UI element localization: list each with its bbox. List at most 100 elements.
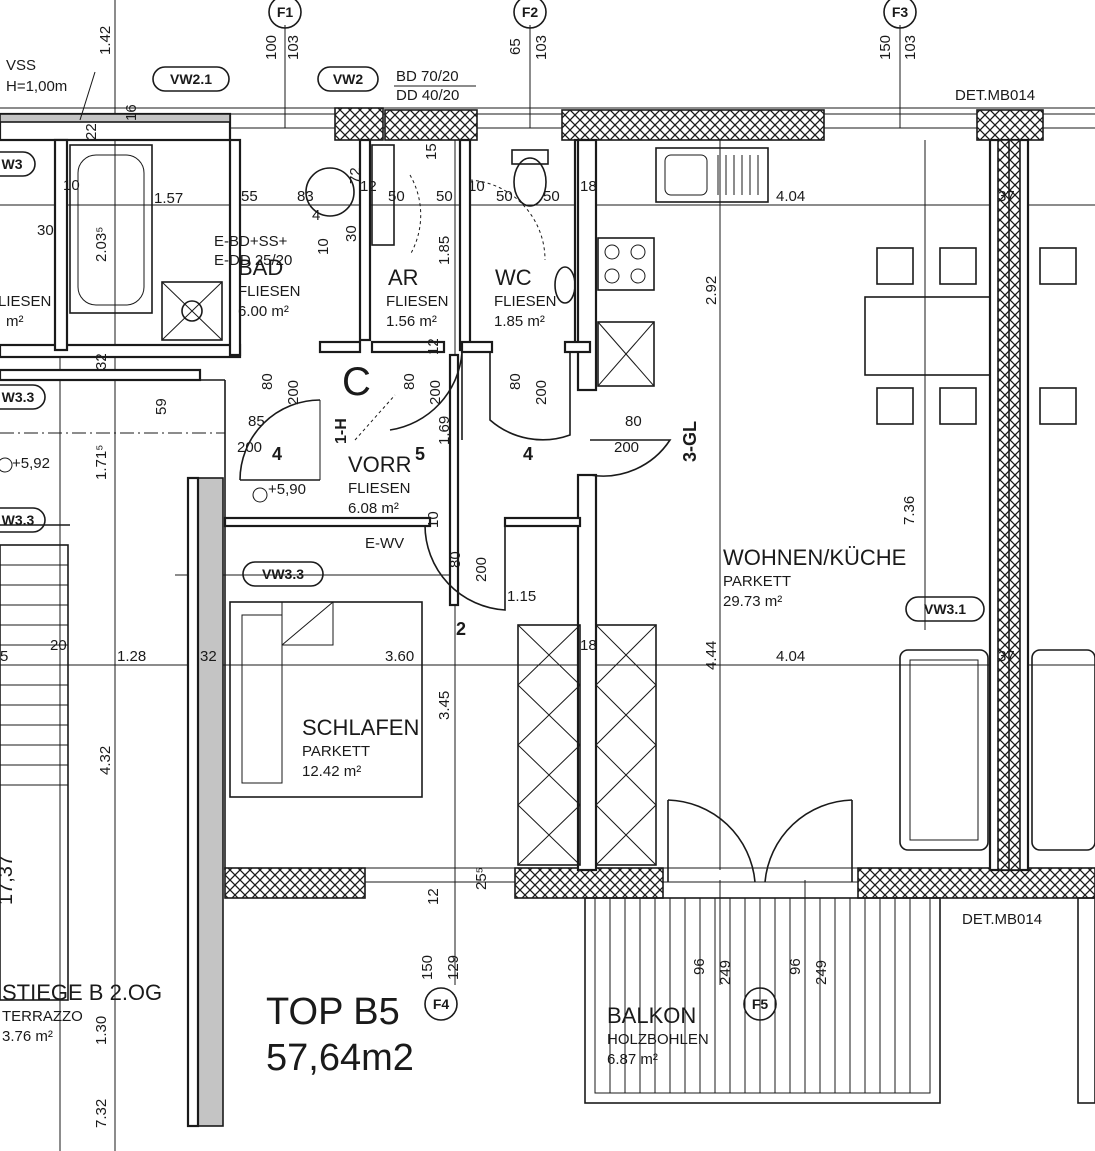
unit-name: TOP B5 bbox=[266, 991, 400, 1033]
svg-text:200: 200 bbox=[533, 380, 550, 405]
svg-text:80: 80 bbox=[625, 413, 642, 430]
svg-text:BAD: BAD bbox=[238, 255, 283, 280]
room-stiege: STIEGE B 2.OG TERRAZZO 3.76 m² bbox=[2, 980, 162, 1045]
svg-text:100: 100 bbox=[263, 35, 280, 60]
svg-text:16: 16 bbox=[123, 104, 140, 121]
svg-text:18: 18 bbox=[580, 178, 597, 195]
svg-text:10: 10 bbox=[468, 178, 485, 195]
room-wc: WC FLIESEN 1.85 m² bbox=[494, 265, 557, 330]
svg-text:59: 59 bbox=[153, 398, 170, 415]
svg-text:4: 4 bbox=[272, 444, 282, 464]
detail-ref-bottom: DET.MB014 bbox=[962, 911, 1042, 928]
svg-text:103: 103 bbox=[902, 35, 919, 60]
svg-text:200: 200 bbox=[427, 380, 444, 405]
svg-text:PARKETT: PARKETT bbox=[302, 743, 370, 760]
svg-text:STIEGE B 2.OG: STIEGE B 2.OG bbox=[2, 980, 162, 1005]
svg-text:85: 85 bbox=[248, 413, 265, 430]
svg-text:3.45: 3.45 bbox=[436, 691, 453, 720]
wall-tag-w3-3b: W3.3 bbox=[2, 512, 35, 528]
doors bbox=[239, 174, 853, 883]
svg-text:80: 80 bbox=[447, 551, 464, 568]
svg-text:4.04: 4.04 bbox=[776, 188, 805, 205]
svg-text:E-BD+SS+: E-BD+SS+ bbox=[214, 233, 288, 250]
room-balkon: BALKON HOLZBOHLEN 6.87 m² bbox=[607, 1003, 709, 1068]
axis-marker-f1: F1 bbox=[268, 0, 302, 29]
svg-text:96: 96 bbox=[691, 958, 708, 975]
detail-ref-top: DET.MB014 bbox=[955, 87, 1035, 104]
svg-text:7.32: 7.32 bbox=[93, 1099, 110, 1128]
svg-text:25⁵: 25⁵ bbox=[473, 867, 490, 890]
svg-text:12: 12 bbox=[360, 178, 377, 195]
svg-text:2.03⁵: 2.03⁵ bbox=[93, 227, 110, 262]
svg-text:FLIESEN: FLIESEN bbox=[348, 480, 411, 497]
stair-treads bbox=[0, 564, 68, 786]
svg-text:37: 37 bbox=[998, 188, 1015, 205]
svg-text:AR: AR bbox=[388, 265, 419, 290]
svg-text:50: 50 bbox=[496, 188, 513, 205]
wall-tag-vw2-1: VW2.1 bbox=[170, 71, 212, 87]
svg-text:10: 10 bbox=[63, 177, 80, 194]
svg-text:6.87 m²: 6.87 m² bbox=[607, 1051, 658, 1068]
svg-text:80: 80 bbox=[401, 373, 418, 390]
svg-text:BD 70/20: BD 70/20 bbox=[396, 68, 459, 85]
room-bad: BAD FLIESEN 6.00 m² bbox=[238, 255, 301, 320]
svg-text:96: 96 bbox=[787, 958, 804, 975]
svg-text:E-WV: E-WV bbox=[365, 535, 404, 552]
svg-text:80: 80 bbox=[259, 373, 276, 390]
door-numbers: 4 5 4 2 3-GL 1-H bbox=[272, 394, 700, 639]
svg-text:65: 65 bbox=[507, 38, 524, 55]
svg-text:2: 2 bbox=[456, 619, 466, 639]
svg-text:22: 22 bbox=[83, 123, 100, 140]
svg-text:20: 20 bbox=[50, 637, 67, 654]
annotations: DET.MB014 DET.MB014 VSS H=1,00m BD 70/20… bbox=[0, 57, 1042, 928]
svg-text:72: 72 bbox=[347, 167, 364, 184]
svg-text:4.44: 4.44 bbox=[703, 641, 720, 670]
svg-text:103: 103 bbox=[533, 35, 550, 60]
axis-marker-f4: F4 bbox=[424, 987, 458, 1021]
svg-text:200: 200 bbox=[237, 439, 262, 456]
svg-text:4: 4 bbox=[523, 444, 533, 464]
svg-text:WC: WC bbox=[495, 265, 532, 290]
room-schlafen: SCHLAFEN PARKETT 12.42 m² bbox=[302, 715, 419, 780]
axis-marker-f5: F5 bbox=[743, 987, 777, 1021]
svg-text:150: 150 bbox=[877, 35, 894, 60]
svg-text:m²: m² bbox=[6, 313, 24, 330]
stair-wall bbox=[0, 138, 242, 1128]
svg-text:1.85 m²: 1.85 m² bbox=[494, 313, 545, 330]
svg-text:LIESEN: LIESEN bbox=[0, 293, 51, 310]
room-labels: BAD FLIESEN 6.00 m² AR FLIESEN 1.56 m² W… bbox=[0, 255, 906, 1068]
svg-text:3-GL: 3-GL bbox=[680, 421, 700, 462]
level-stair: +5,92 bbox=[12, 455, 50, 472]
svg-text:7.36: 7.36 bbox=[901, 496, 918, 525]
balcony bbox=[584, 897, 1095, 1104]
svg-text:FLIESEN: FLIESEN bbox=[494, 293, 557, 310]
svg-text:103: 103 bbox=[285, 35, 302, 60]
svg-text:1.71⁵: 1.71⁵ bbox=[93, 445, 110, 480]
svg-text:83: 83 bbox=[297, 188, 314, 205]
drainboard bbox=[717, 155, 759, 195]
svg-text:200: 200 bbox=[473, 557, 490, 582]
svg-text:1.85: 1.85 bbox=[436, 236, 453, 265]
svg-text:6.08 m²: 6.08 m² bbox=[348, 500, 399, 517]
svg-text:F3: F3 bbox=[892, 4, 909, 20]
svg-text:1.28: 1.28 bbox=[117, 648, 146, 665]
axis-marker-f2: F2 bbox=[513, 0, 547, 29]
svg-text:VORR: VORR bbox=[348, 452, 412, 477]
svg-text:5: 5 bbox=[415, 444, 425, 464]
svg-text:12: 12 bbox=[425, 888, 442, 905]
svg-text:1.57: 1.57 bbox=[154, 190, 183, 207]
bottom-exterior-wall bbox=[224, 867, 1095, 899]
svg-text:30: 30 bbox=[343, 225, 360, 242]
wall-tag-vw2: VW2 bbox=[333, 71, 364, 87]
room-wohnen-kueche: WOHNEN/KÜCHE PARKETT 29.73 m² bbox=[723, 545, 906, 610]
room-left-partial: LIESEN m² bbox=[0, 293, 51, 330]
svg-text:HOLZBOHLEN: HOLZBOHLEN bbox=[607, 1031, 709, 1048]
svg-text:4.04: 4.04 bbox=[776, 648, 805, 665]
interior-walls bbox=[223, 138, 598, 872]
svg-text:BALKON: BALKON bbox=[607, 1003, 696, 1028]
svg-text:F1: F1 bbox=[277, 4, 294, 20]
svg-text:10: 10 bbox=[425, 511, 442, 528]
svg-text:129: 129 bbox=[445, 955, 462, 980]
svg-text:5: 5 bbox=[0, 648, 8, 665]
